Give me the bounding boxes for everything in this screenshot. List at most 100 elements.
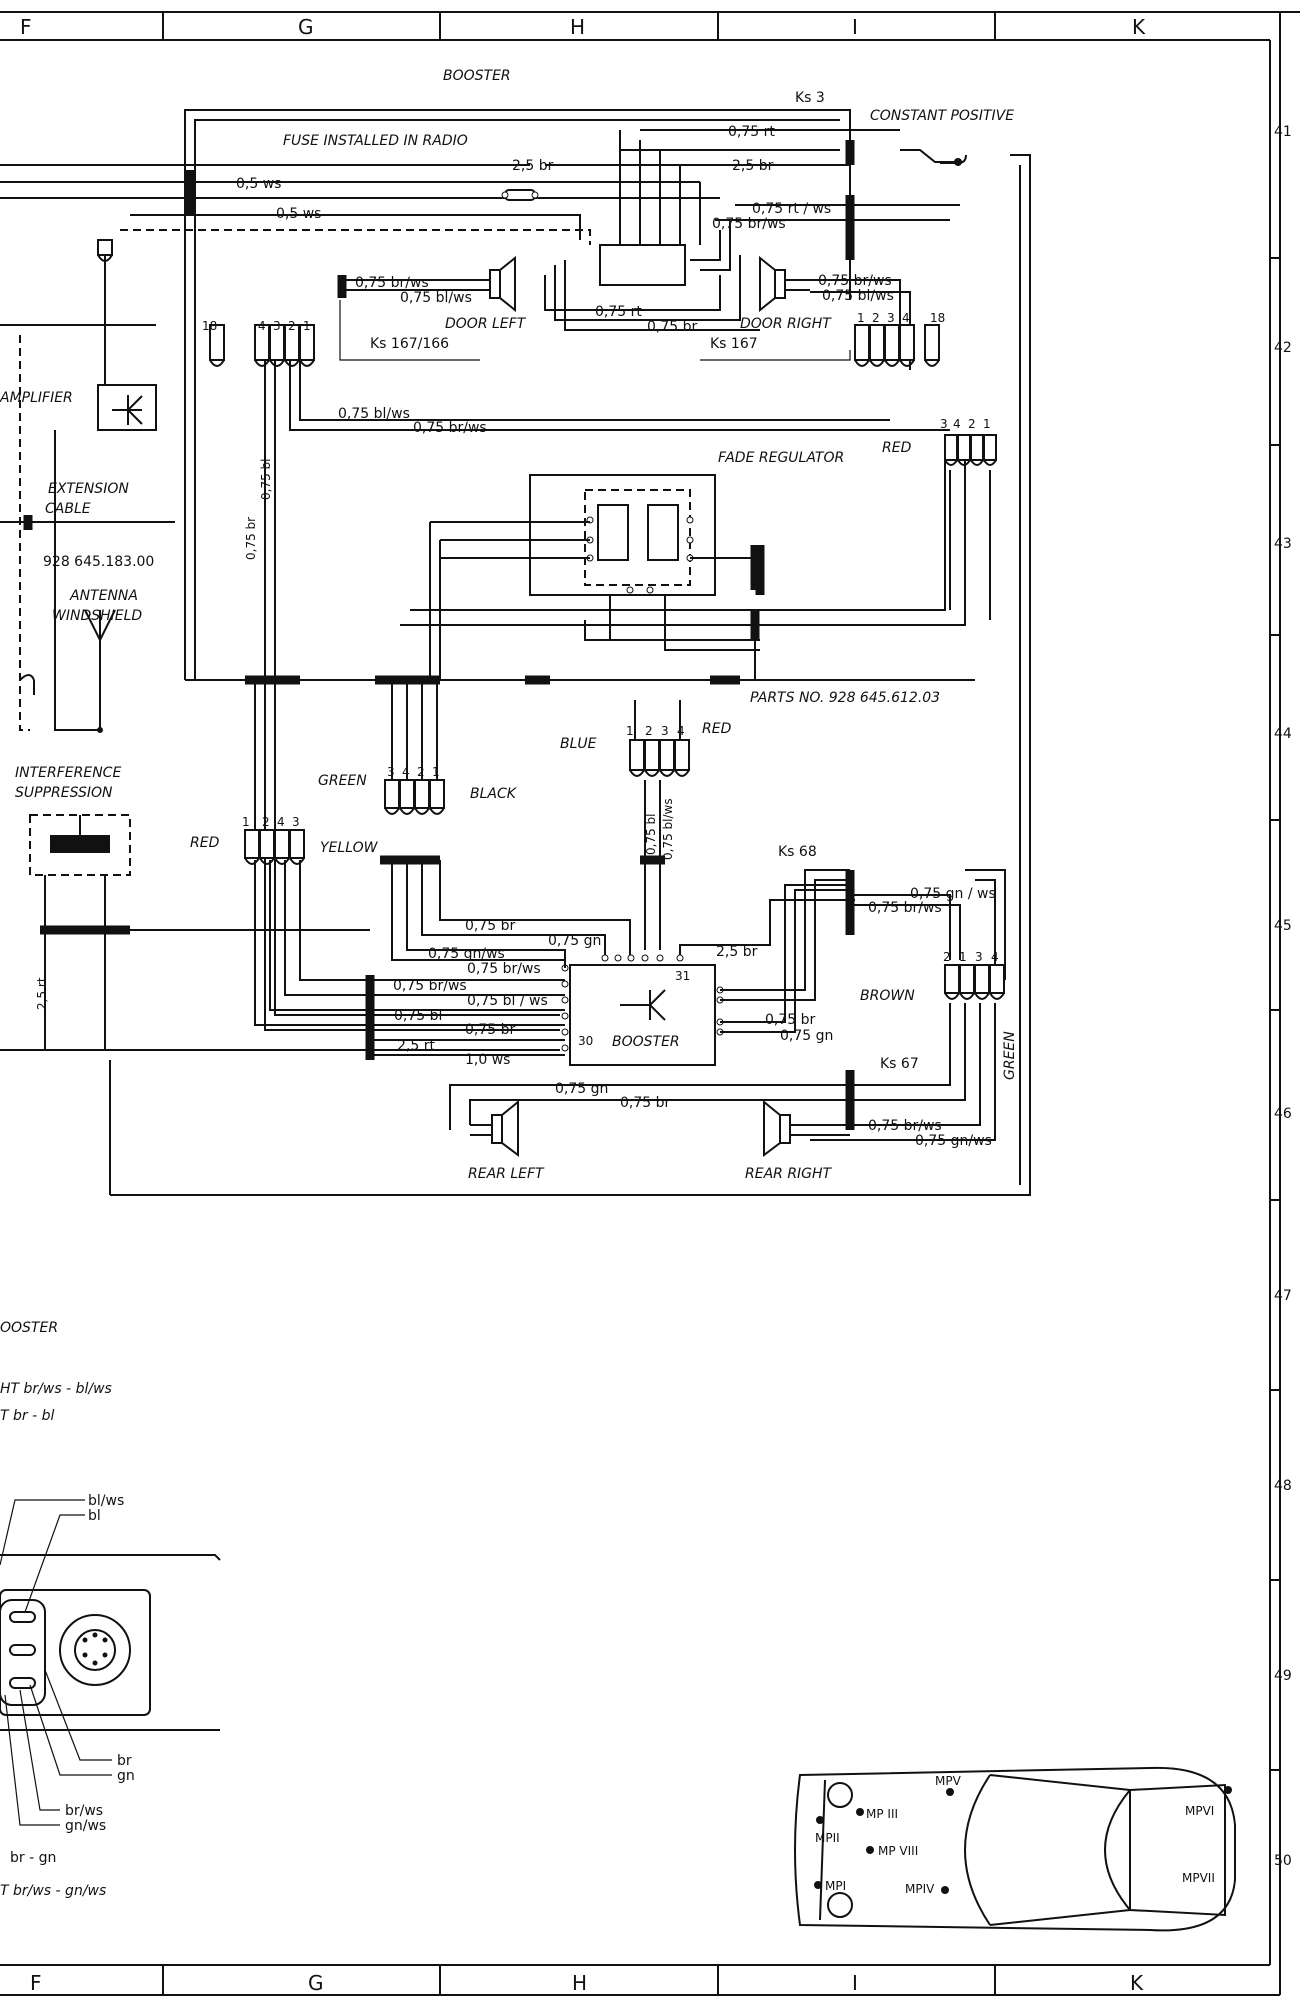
speaker-door-left <box>470 255 516 313</box>
wire-25rt-l3: 2,5 rt <box>397 1038 435 1054</box>
mp-ii-label: MPII <box>815 1831 840 1845</box>
fade-regulator <box>400 440 966 680</box>
amplifier-label: AMPLIFIER <box>0 390 73 406</box>
col-k-bottom: K <box>1130 1971 1144 1995</box>
ks167-166-label: Ks 167/166 <box>370 336 449 352</box>
car-outline: MPV MP III MPII MP VIII MPI MPIV MPVI MP… <box>794 1766 1236 1932</box>
bc-pin-2: 2 <box>943 950 951 964</box>
wire-075brws-long: 0,75 br/ws <box>413 420 487 436</box>
wire-25br-c: 2,5 br <box>716 944 758 960</box>
legend-right: HT br/ws - bl/ws <box>0 1381 112 1397</box>
ks167-label: Ks 167 <box>710 336 758 352</box>
ry-pin-2: 2 <box>262 815 270 829</box>
pin-3-right: 3 <box>887 311 895 325</box>
legend-left: T br - bl <box>0 1408 54 1424</box>
legend-gnws: gn/ws <box>65 1818 106 1834</box>
blue-label: BLUE <box>560 736 597 752</box>
booster-title: BOOSTER <box>443 68 511 84</box>
rear-left-label: REAR LEFT <box>468 1166 545 1182</box>
row-44: 44 <box>1274 726 1292 742</box>
col-f-top: F <box>20 15 32 39</box>
wire-075bl-v: 0,75 bl <box>259 459 273 500</box>
left-labels: AMPLIFIER EXTENSION CABLE 928 645.183.00… <box>0 390 154 1010</box>
wire-075br-b: 0,75 br <box>647 319 698 335</box>
column-labels: F G H I K F G H I K <box>20 15 1146 1995</box>
wire-075brws-r2: 0,75 br/ws <box>868 900 942 916</box>
row-labels: 41 42 43 44 45 46 47 48 49 50 <box>1274 124 1292 1869</box>
booster-pin-31: 31 <box>675 969 690 983</box>
col-i-top: I <box>852 15 858 39</box>
wire-05ws-b: 0,5 ws <box>276 206 321 222</box>
suppression-label: SUPPRESSION <box>15 785 113 801</box>
ry-pin-1: 1 <box>242 815 250 829</box>
wire-075br-r3: 0,75 br <box>765 1012 816 1028</box>
pin-18-right: 18 <box>930 311 945 325</box>
door-right-connector: 1 2 3 4 18 <box>854 311 945 367</box>
wire-075blws-l: 0,75 bl/ws <box>400 290 472 306</box>
bc-pin-4: 4 <box>991 950 999 964</box>
pin-18-left: 18 <box>202 319 217 333</box>
cable-label: CABLE <box>45 501 91 517</box>
fuse <box>501 189 539 201</box>
speaker-rear-right <box>763 1099 850 1157</box>
part-no-label: 928 645.183.00 <box>43 554 154 570</box>
legend-br: br <box>117 1753 132 1769</box>
red-yellow-connector: 1 2 4 3 <box>242 815 305 865</box>
left-section <box>0 239 175 733</box>
door-left-connector: 18 4 3 2 1 <box>202 319 315 367</box>
wire-075gn-rear: 0,75 gn <box>555 1081 608 1097</box>
fade-pin-2: 2 <box>968 417 976 431</box>
col-g-bottom: G <box>308 1971 324 1995</box>
fade-connector: 3 4 2 1 <box>940 417 997 620</box>
red-fade-label: RED <box>882 440 912 456</box>
row-45: 45 <box>1274 918 1292 934</box>
col-g-top: G <box>298 15 314 39</box>
wire-075rtws: 0,75 rt / ws <box>752 201 831 217</box>
wire-075gn-r3: 0,75 gn <box>780 1028 833 1044</box>
parts-no-label: PARTS NO. 928 645.612.03 <box>750 690 940 706</box>
ks68-label: Ks 68 <box>778 844 817 860</box>
wire-075gnws-l: 0,75 gn/ws <box>428 946 505 962</box>
ks67-label: Ks 67 <box>880 1056 919 1072</box>
constant-positive-label: CONSTANT POSITIVE <box>870 108 1014 124</box>
pin-3-left: 3 <box>273 319 281 333</box>
legend-gn: gn <box>117 1768 135 1784</box>
pin-4-left: 4 <box>258 319 266 333</box>
wire-075bl-v2: 0,75 bl <box>644 814 658 855</box>
blue-red-connector: 1 2 3 4 <box>626 700 690 950</box>
row-42: 42 <box>1274 340 1292 356</box>
wire-075brws-l3: 0,75 br/ws <box>393 978 467 994</box>
bc-pin-1: 1 <box>959 950 967 964</box>
col-h-bottom: H <box>572 1971 587 1995</box>
door-left-label: DOOR LEFT <box>445 316 527 332</box>
col-i-bottom: I <box>852 1971 858 1995</box>
bc-pin-3: 3 <box>975 950 983 964</box>
mp-v-label: MPV <box>935 1774 962 1788</box>
antenna-label: ANTENNA <box>69 588 138 604</box>
legend-brws: br/ws <box>65 1803 103 1819</box>
red-bottom-label: RED <box>702 721 732 737</box>
sheet-frame <box>0 11 1300 1996</box>
mp-vi-label: MPVI <box>1185 1804 1214 1818</box>
row-46: 46 <box>1274 1106 1292 1122</box>
windshield-label: WINDSHIELD <box>52 608 142 624</box>
fuse-installed-label: FUSE INSTALLED IN RADIO <box>283 133 468 149</box>
mp-iii-label: MP III <box>866 1807 898 1821</box>
fade-pin-1: 1 <box>983 417 991 431</box>
row-50: 50 <box>1274 1853 1292 1869</box>
interference-label: INTERFERENCE <box>15 765 121 781</box>
wire-075br-v: 0,75 br <box>244 517 258 560</box>
wire-075brws-l2: 0,75 br/ws <box>467 961 541 977</box>
top-wires <box>0 129 960 331</box>
black-label: BLACK <box>470 786 518 802</box>
pin-2-right: 2 <box>872 311 880 325</box>
interference-suppression <box>0 814 560 1051</box>
wire-075brws-l: 0,75 br/ws <box>355 275 429 291</box>
wire-075brws-rear: 0,75 br/ws <box>868 1118 942 1134</box>
rear-right-label: REAR RIGHT <box>745 1166 833 1182</box>
middle-labels: 0,75 bl/ws 0,75 br/ws FADE REGULATOR RED… <box>190 406 940 860</box>
pin-1-left: 1 <box>303 319 311 333</box>
wire-075gn-t: 0,75 gn <box>548 933 601 949</box>
extension-label: EXTENSION <box>48 481 129 497</box>
